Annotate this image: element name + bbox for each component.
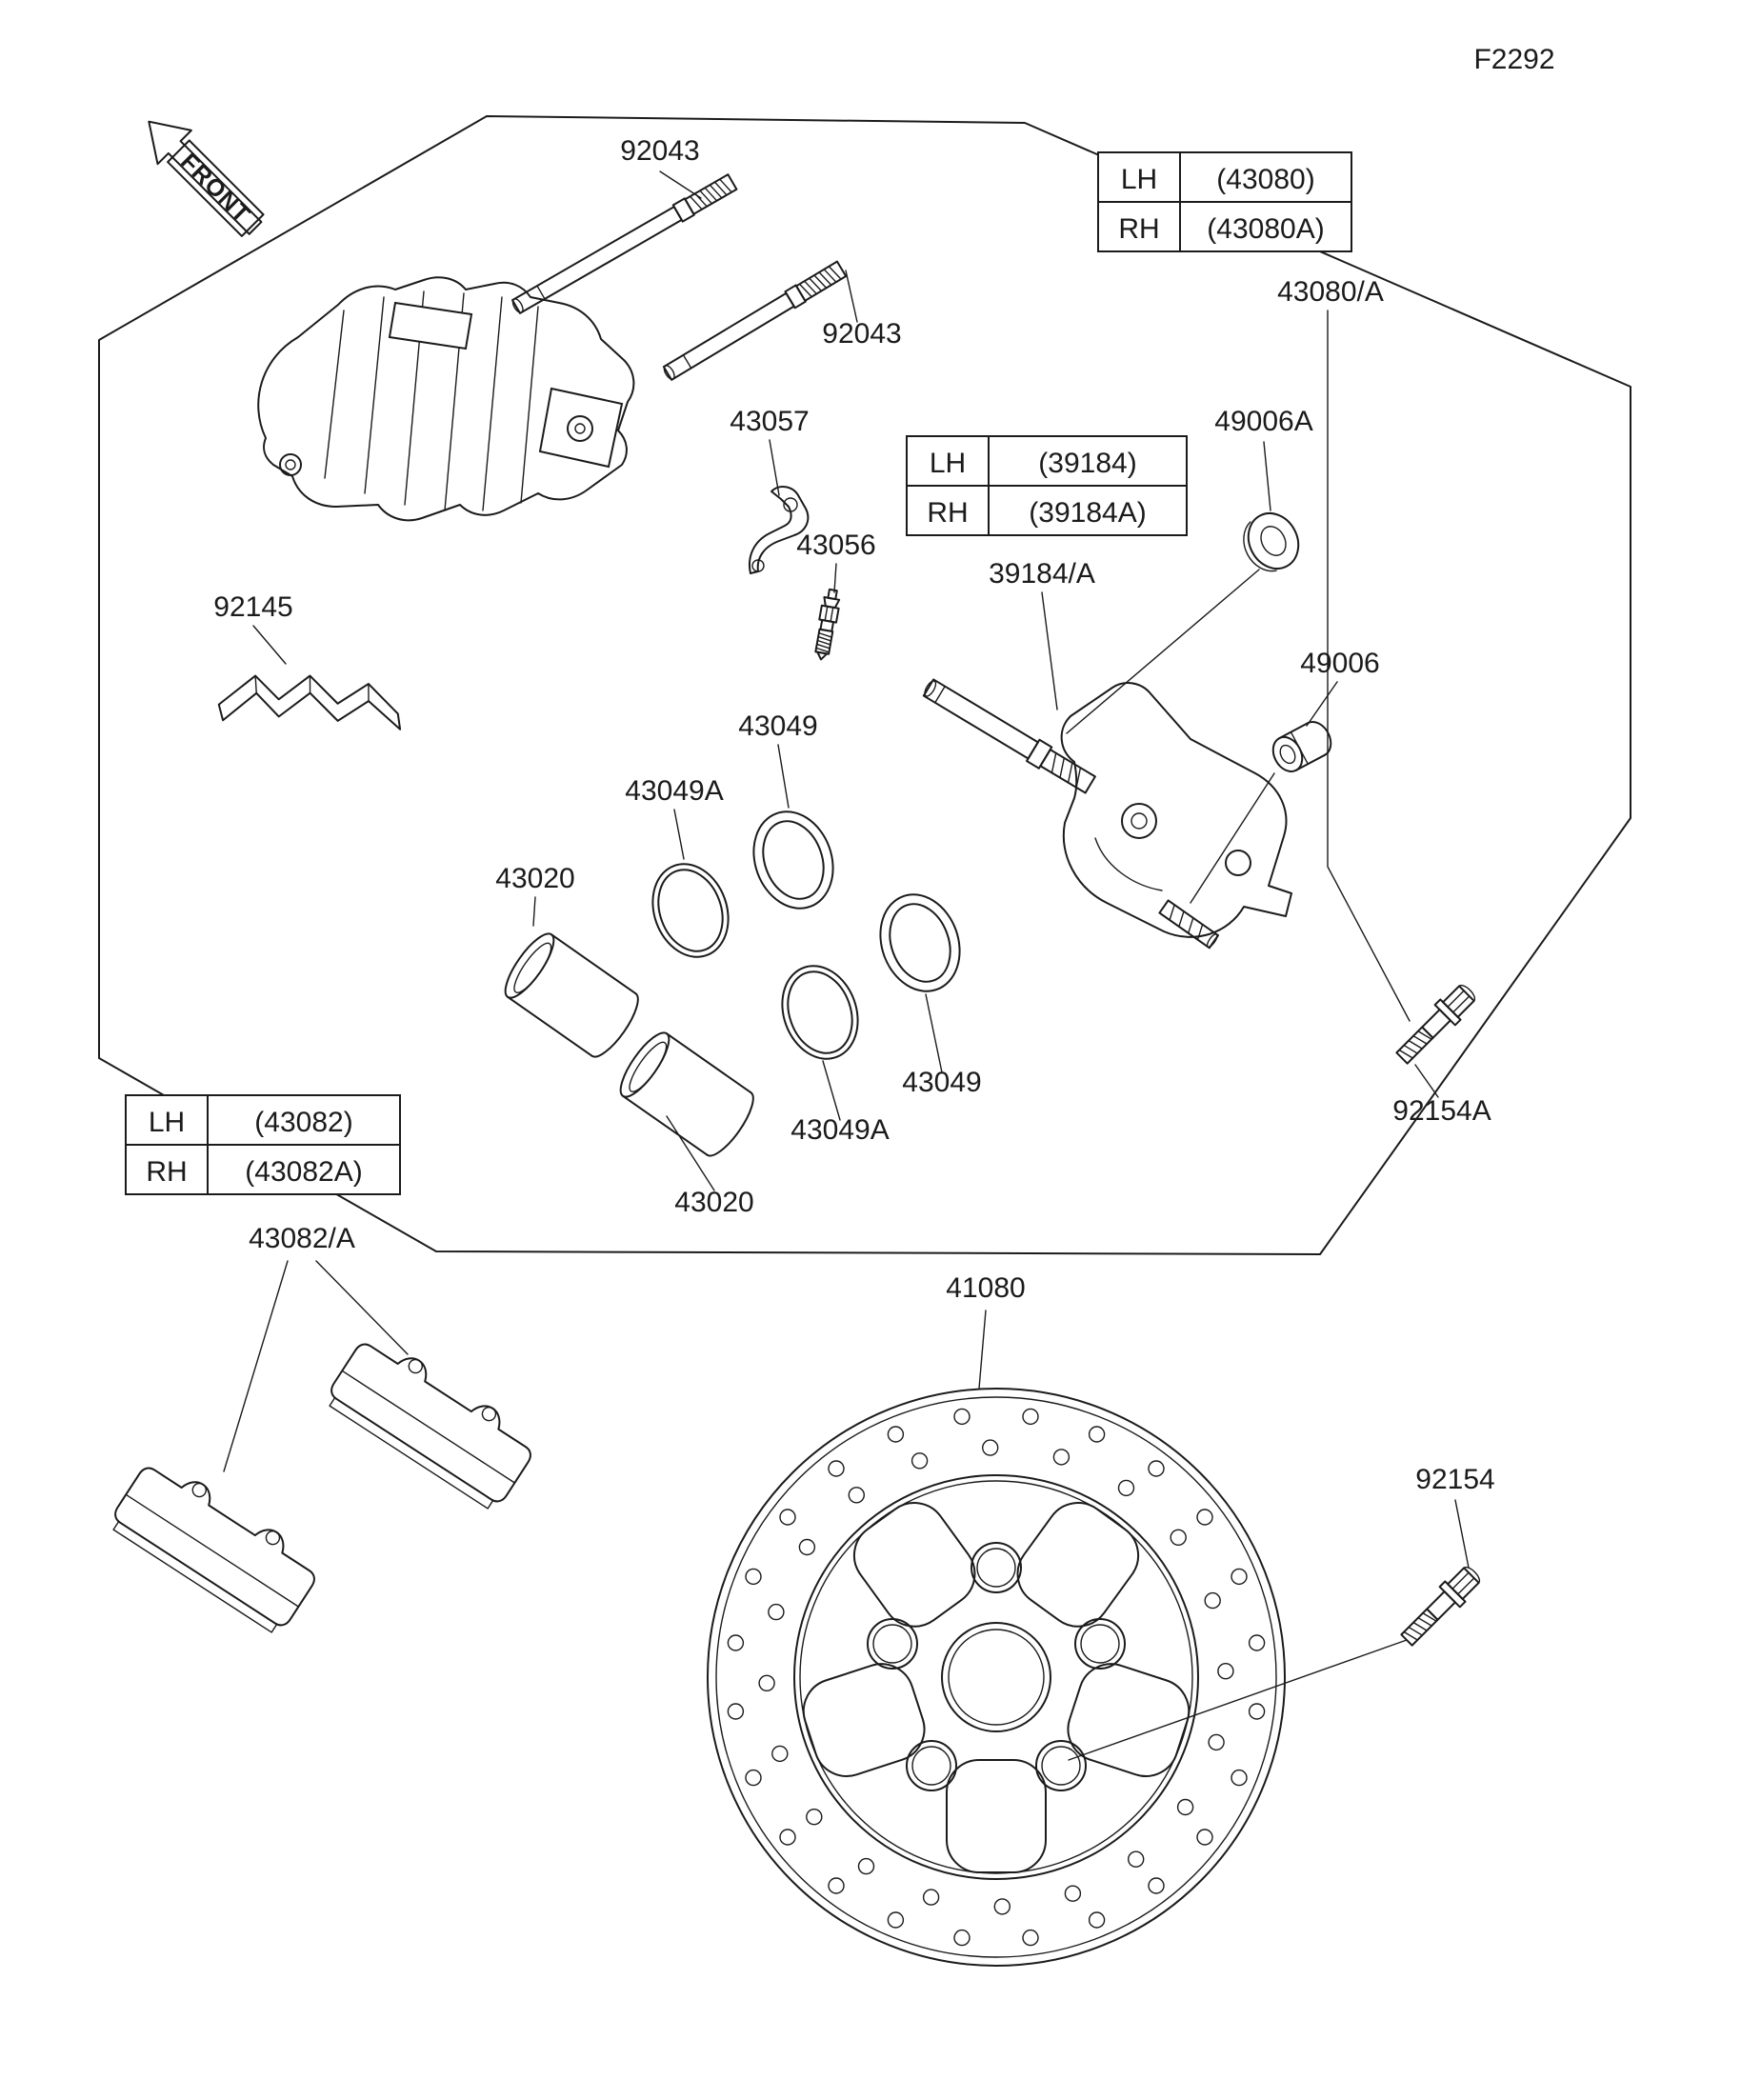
part-label-seal-a1: 43049A — [625, 775, 723, 807]
part-label-seal-1: 43049 — [738, 710, 817, 742]
disc-drill-ring-outer — [727, 1408, 1266, 1947]
disc-drill-ring-inner — [758, 1439, 1234, 1915]
bracket-table-rh-part: (39184A) — [1029, 497, 1146, 529]
brake-disc — [707, 1388, 1286, 1967]
part-label-seal-a2: 43049A — [790, 1114, 889, 1146]
caliper-pin-bolt-1 — [511, 173, 738, 314]
dust-seal-2 — [781, 965, 859, 1060]
brake-pad-right — [329, 1343, 531, 1510]
front-label: FRONT — [175, 149, 255, 229]
front-direction-arrow: FRONT — [148, 120, 265, 237]
mounting-bolt-a — [1395, 984, 1476, 1065]
assembly-boundary — [98, 115, 1631, 1255]
part-label-boot-a: 49006A — [1214, 406, 1312, 437]
disc-windows — [802, 1502, 1191, 1873]
caliper-table-rh-part: (43080A) — [1207, 213, 1324, 245]
caliper-pin-bolt-2 — [662, 260, 848, 381]
part-label-pad-spring: 92145 — [213, 591, 292, 623]
variant-table-bracket: LH (39184) RH (39184A) — [906, 435, 1188, 536]
leader-lines — [223, 170, 1470, 1761]
part-label-caliper-assembly: 43080/A — [1277, 276, 1384, 308]
piston-seal-2 — [879, 893, 961, 992]
pads-table-rh-part: (43082A) — [245, 1156, 362, 1188]
caliper-bracket — [922, 678, 1292, 950]
disc-bolt-holes — [867, 1542, 1126, 1791]
bracket-table-lh-part: (39184) — [1038, 448, 1136, 479]
part-label-bracket-assembly: 39184/A — [989, 558, 1095, 590]
brake-caliper-body — [257, 276, 635, 522]
part-label-pin-2: 92043 — [822, 318, 901, 350]
part-label-piston-1: 43020 — [495, 863, 574, 894]
dust-seal-1 — [651, 863, 730, 958]
part-label-pad-set: 43082/A — [249, 1223, 355, 1254]
variant-table-caliper: LH (43080) RH (43080A) — [1097, 151, 1352, 252]
part-label-seal-2: 43049 — [902, 1067, 981, 1098]
pad-spring — [217, 674, 402, 730]
slide-pin-boot — [1271, 721, 1332, 773]
bracket-table-lh: LH — [930, 448, 966, 479]
part-labels: 92043 92043 43080/A 43057 43056 92145 49… — [213, 135, 1494, 1495]
part-label-lever: 43057 — [730, 406, 809, 437]
part-label-pin-1: 92043 — [620, 135, 699, 167]
brake-pad-left — [112, 1467, 315, 1633]
pads-table-lh-part: (43082) — [254, 1107, 352, 1138]
part-label-boot: 49006 — [1300, 648, 1379, 679]
variant-table-pads: LH (43082) RH (43082A) — [125, 1094, 401, 1195]
front-arrow-icon — [148, 120, 263, 235]
bracket-table-rh: RH — [927, 497, 968, 529]
caliper-table-rh: RH — [1118, 213, 1159, 245]
disc-bolt — [1400, 1566, 1481, 1647]
caliper-piston-2 — [619, 1031, 754, 1157]
caliper-table-lh: LH — [1121, 164, 1157, 195]
part-label-disc: 41080 — [946, 1272, 1025, 1304]
bleed-valve — [814, 588, 841, 661]
slide-pin-boot-a — [1243, 512, 1300, 572]
part-label-piston-2: 43020 — [674, 1187, 753, 1218]
part-label-bolt: 92154 — [1415, 1464, 1494, 1495]
part-label-bolt-a: 92154A — [1392, 1095, 1491, 1127]
pads-table-rh: RH — [146, 1156, 187, 1188]
pads-table-lh: LH — [149, 1107, 185, 1138]
figure-code: F2292 — [1473, 44, 1554, 75]
pad-retainer-lever — [749, 486, 810, 574]
caliper-piston-1 — [504, 932, 639, 1058]
part-label-bleed-valve: 43056 — [796, 530, 875, 561]
piston-seal-1 — [752, 810, 834, 910]
caliper-table-lh-part: (43080) — [1216, 164, 1314, 195]
